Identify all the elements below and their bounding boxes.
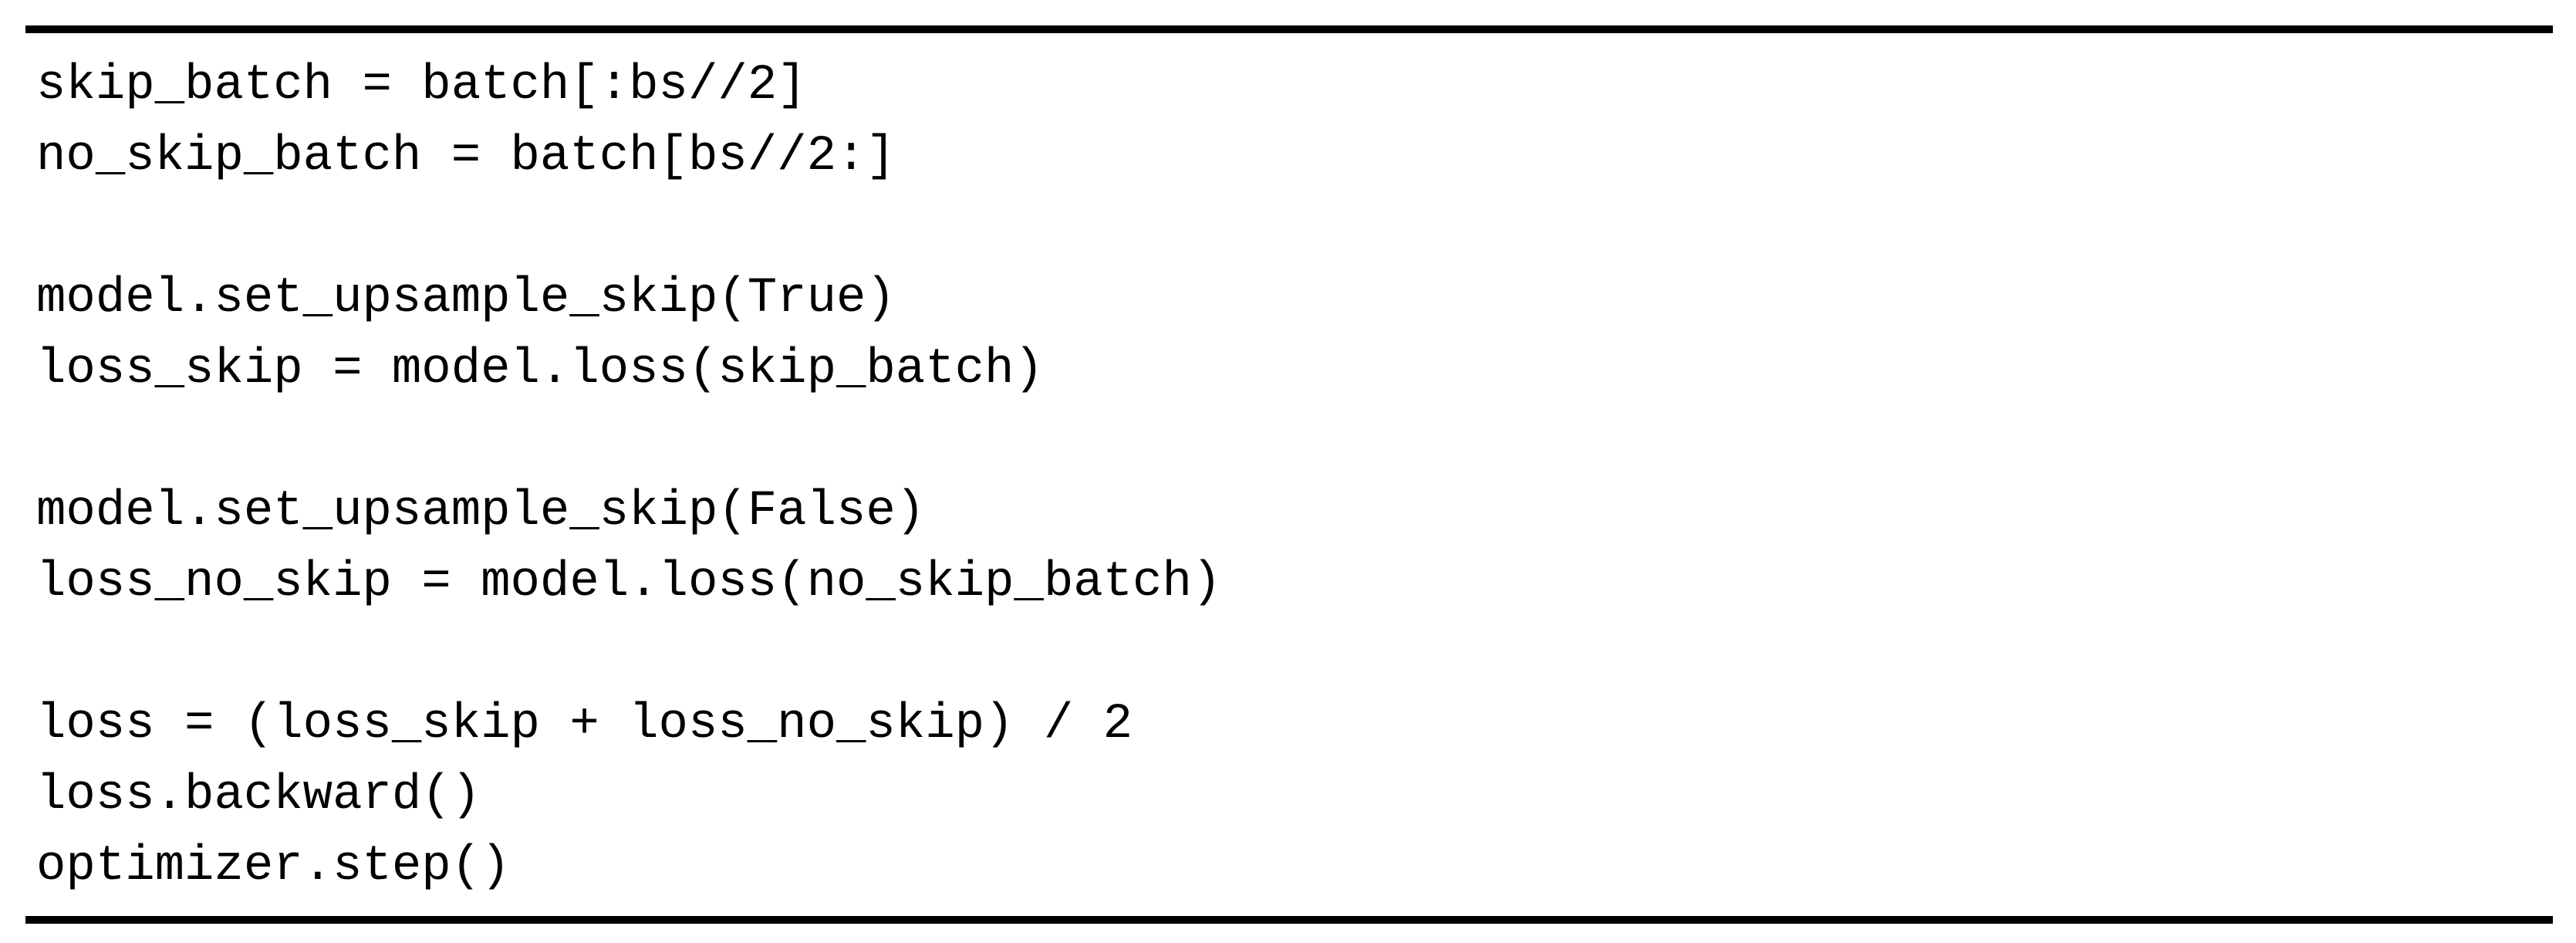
code-line: model.set_upsample_skip(True): [36, 271, 896, 326]
bottom-rule: [25, 916, 2553, 924]
code-line: loss.backward(): [36, 768, 481, 823]
code-line: loss = (loss_skip + loss_no_skip) / 2: [36, 697, 1133, 752]
code-line: loss_skip = model.loss(skip_batch): [36, 342, 1044, 397]
code-line: loss_no_skip = model.loss(no_skip_batch): [36, 555, 1222, 610]
code-line: [36, 618, 1221, 689]
code-line: optimizer.step(): [36, 839, 511, 894]
code-line: no_skip_batch = batch[bs//2:]: [36, 129, 896, 184]
top-rule: [25, 25, 2553, 33]
code-line: model.set_upsample_skip(False): [36, 484, 926, 539]
code-line: [36, 192, 1221, 263]
code-listing: skip_batch = batch[:bs//2] no_skip_batch …: [36, 50, 1221, 902]
code-line: [36, 405, 1221, 476]
code-line: skip_batch = batch[:bs//2]: [36, 58, 807, 113]
